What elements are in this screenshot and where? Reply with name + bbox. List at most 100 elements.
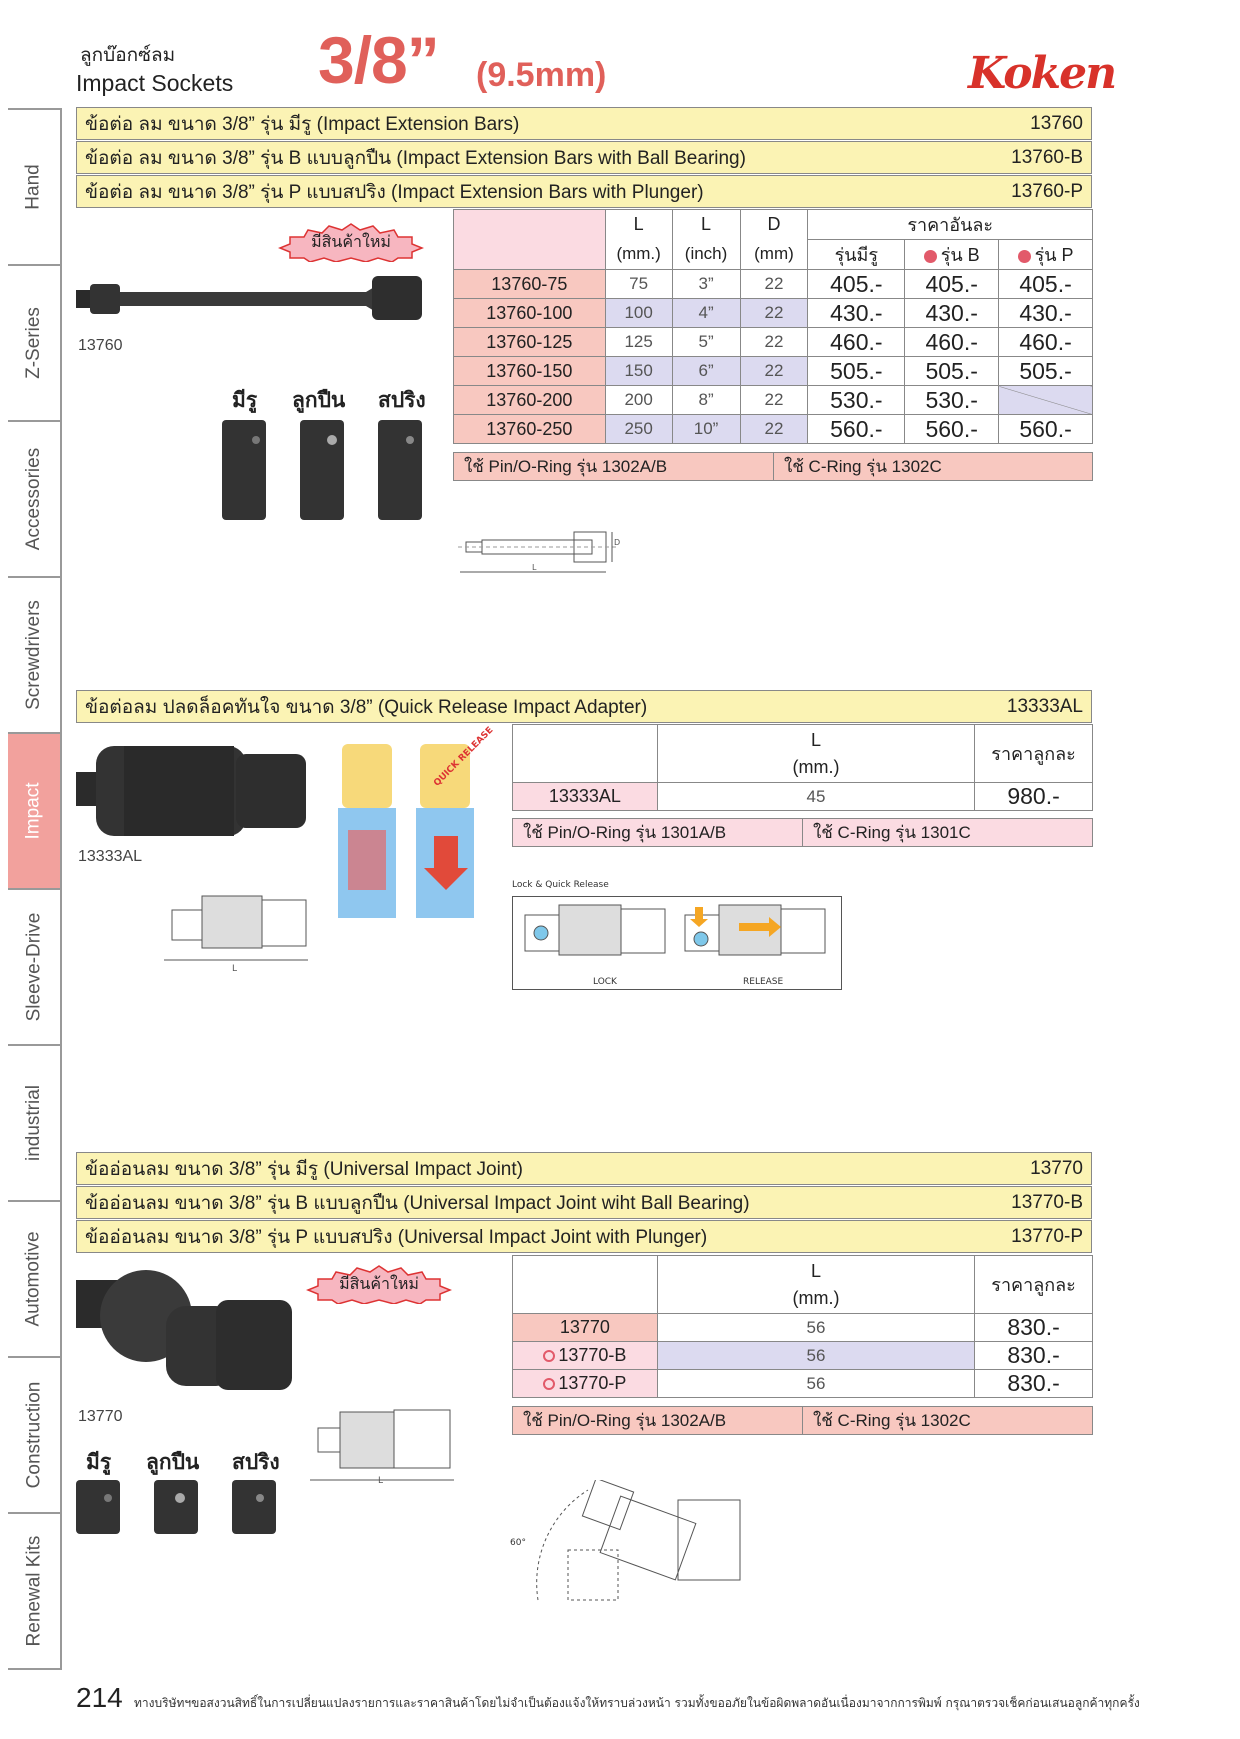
col-header-l2: L — [671, 209, 741, 240]
tab-hand[interactable]: Hand — [8, 108, 62, 264]
lock-release-caption: Lock & Quick Release — [512, 880, 609, 890]
col-header-dmm: (mm) — [739, 239, 809, 270]
dimension-l-label: L — [532, 563, 537, 572]
variant-label-spring: สปริง — [378, 388, 426, 412]
header-title-thai: ลูกบ๊อกซ์ลม — [80, 44, 176, 66]
quick-release-drawing — [164, 895, 308, 961]
ball-bearing-dot-icon — [543, 1350, 556, 1363]
col-header-mm: (mm.) — [604, 239, 673, 270]
table-row: 13760-100 100 4” 22 430.- 430.- 430.- — [453, 298, 1093, 328]
note-pin-oring: ใช้ Pin/O-Ring รุ่น 1302A/B — [513, 1407, 803, 1434]
table-row: 13760-75 75 3” 22 405.- 405.- 405.- — [453, 269, 1093, 299]
dimension-d-label: D — [614, 538, 621, 547]
dimension-l-label: L — [378, 1476, 384, 1486]
tab-renewal-kits[interactable]: Renewal Kits — [8, 1512, 62, 1670]
note-c-ring: ใช้ C-Ring รุ่น 1301C — [813, 823, 971, 842]
tab-screwdrivers[interactable]: Screwdrivers — [8, 576, 62, 732]
section1-title-row-3: ข้อต่อ ลม ขนาด 3/8” รุ่น P แบบสปริง (Imp… — [76, 175, 1092, 208]
extension-bar-image-label: 13760 — [78, 337, 123, 354]
col-header-l: L — [604, 209, 673, 240]
new-product-badge — [278, 223, 424, 262]
variant-label-ball: ลูกปืน — [146, 1450, 200, 1474]
section3-title-row-3: ข้ออ่อนลม ขนาด 3/8” รุ่น P แบบสปริง (Uni… — [76, 1220, 1092, 1253]
footer-disclaimer: ทางบริษัทฯขอสงวนสิทธิ์ในการเปลี่ยนแปลงรา… — [134, 1696, 1140, 1710]
tab-accessories[interactable]: Accessories — [8, 420, 62, 576]
variant-label-hole: มีรู — [232, 388, 258, 412]
table-row: 13770-P 56 830.- — [512, 1369, 1093, 1398]
section1-title-row-2: ข้อต่อ ลม ขนาด 3/8” รุ่น B แบบลูกปืน (Im… — [76, 141, 1092, 174]
tab-automotive[interactable]: Automotive — [8, 1200, 62, 1356]
header-size: 3/8” — [318, 23, 440, 97]
col-header-price-hole: รุ่นมีรู — [807, 239, 906, 270]
table-row: 13333AL 45 980.- — [512, 782, 1093, 811]
universal-joint-image — [76, 1270, 292, 1390]
section3-title-row-1: ข้ออ่อนลม ขนาด 3/8” รุ่น มีรู (Universal… — [76, 1152, 1092, 1185]
tab-industrial[interactable]: industrial — [8, 1044, 62, 1200]
col-header-inch: (inch) — [671, 239, 741, 270]
tab-impact[interactable]: Impact — [8, 732, 62, 888]
variant-label-spring: สปริง — [232, 1450, 280, 1474]
extension-bar-drawing — [458, 531, 616, 573]
page-number: 214 — [76, 1682, 123, 1713]
universal-joint-image-label: 13770 — [78, 1408, 123, 1425]
table-corner — [453, 209, 606, 270]
header-title-english: Impact Sockets — [76, 70, 234, 96]
release-label: RELEASE — [743, 977, 784, 987]
new-product-badge — [306, 1265, 452, 1304]
table-corner — [512, 724, 658, 783]
note-c-ring: ใช้ C-Ring รุ่น 1302C — [784, 457, 942, 476]
plunger-dot-icon — [1017, 249, 1031, 263]
section3-title-row-2: ข้ออ่อนลม ขนาด 3/8” รุ่น B แบบลูกปืน (Un… — [76, 1186, 1092, 1219]
tab-z-series[interactable]: Z-Series — [8, 264, 62, 420]
table-row: 13770-B 56 830.- — [512, 1341, 1093, 1370]
lock-release-diagram: LOCK RELEASE — [512, 896, 842, 990]
section3-accessory-note: ใช้ Pin/O-Ring รุ่น 1302A/B ใช้ C-Ring ร… — [512, 1406, 1093, 1435]
brand-logo: Koken — [968, 48, 1117, 99]
ball-bearing-dot-icon — [923, 249, 937, 263]
variant-images — [76, 1480, 276, 1534]
section3-price-table: L(mm.) ราคาลูกละ 13770 56 830.- 13770-B … — [512, 1255, 1093, 1398]
new-product-badge-label: มีสินค้าใหม่ — [339, 1274, 419, 1293]
tab-construction[interactable]: Construction — [8, 1356, 62, 1512]
section1-accessory-note: ใช้ Pin/O-Ring รุ่น 1302A/B ใช้ C-Ring ร… — [453, 452, 1093, 481]
table-row: 13760-250 250 10” 22 560.- 560.- 560.- — [453, 414, 1093, 444]
section2-accessory-note: ใช้ Pin/O-Ring รุ่น 1301A/B ใช้ C-Ring ร… — [512, 818, 1093, 847]
joint-angle-diagram — [536, 1480, 741, 1601]
not-available-cell — [998, 385, 1093, 415]
lock-label: LOCK — [593, 977, 617, 987]
tab-sleeve-drive[interactable]: Sleeve-Drive — [8, 888, 62, 1044]
extension-bar-image — [76, 276, 422, 320]
col-header-price: ราคาลูกละ — [974, 1255, 1093, 1314]
col-header-price-p: รุ่น P — [998, 239, 1093, 270]
note-pin-oring: ใช้ Pin/O-Ring รุ่น 1301A/B — [513, 819, 803, 846]
col-header-d: D — [739, 209, 809, 240]
table-row: 13760-200 200 8” 22 530.- 530.- — [453, 385, 1093, 415]
section2-title-row: ข้อต่อลม ปลดล็อคทันใจ ขนาด 3/8” (Quick R… — [76, 690, 1092, 723]
header-size-mm: (9.5mm) — [476, 56, 607, 94]
table-row: 13760-125 125 5” 22 460.- 460.- 460.- — [453, 327, 1093, 357]
plunger-dot-icon — [543, 1378, 556, 1391]
category-sidebar: Hand Z-Series Accessories Screwdrivers I… — [8, 108, 62, 1670]
variant-label-hole: มีรู — [86, 1450, 112, 1474]
col-header-price: ราคาลูกละ — [974, 724, 1093, 783]
angle-label: 60° — [510, 1538, 526, 1548]
col-header-l: L(mm.) — [656, 1255, 976, 1314]
variant-images — [222, 420, 422, 520]
section1-title-row-1: ข้อต่อ ลม ขนาด 3/8” รุ่น มีรู (Impact Ex… — [76, 107, 1092, 140]
col-header-l: L(mm.) — [656, 724, 976, 783]
quick-release-cutaway-image — [338, 744, 474, 918]
col-header-price: ราคาอันละ — [807, 209, 1093, 240]
variant-label-ball: ลูกปืน — [292, 388, 346, 412]
section2-price-table: L(mm.) ราคาลูกละ 13333AL 45 980.- — [512, 724, 1093, 811]
note-c-ring: ใช้ C-Ring รุ่น 1302C — [813, 1411, 971, 1430]
universal-joint-drawing — [310, 1409, 454, 1481]
col-header-price-b: รุ่น B — [904, 239, 1000, 270]
quick-release-image-label: 13333AL — [78, 848, 143, 865]
section1-price-table: L L D ราคาอันละ (mm.) (inch) (mm) รุ่นมี… — [453, 209, 1093, 444]
table-row: 13770 56 830.- — [512, 1313, 1093, 1342]
table-corner — [512, 1255, 658, 1314]
quick-release-adapter-image — [76, 746, 306, 836]
new-product-badge-label: มีสินค้าใหม่ — [311, 232, 391, 251]
dimension-l-label: L — [232, 964, 238, 974]
table-row: 13760-150 150 6” 22 505.- 505.- 505.- — [453, 356, 1093, 386]
